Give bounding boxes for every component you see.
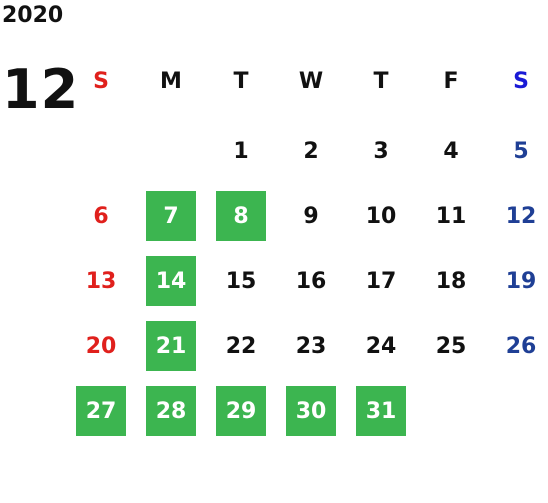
calendar-day: 20 — [85, 333, 117, 359]
weekday-header: F — [443, 68, 459, 94]
weekday-header: S — [513, 68, 529, 94]
calendar-day: 11 — [435, 203, 467, 229]
calendar-day-highlighted: 14 — [146, 256, 196, 306]
calendar-day: 24 — [365, 333, 397, 359]
calendar-day-highlighted: 27 — [76, 386, 126, 436]
month-number: 12 — [2, 58, 80, 121]
calendar-day-highlighted: 29 — [216, 386, 266, 436]
calendar-day-highlighted: 31 — [356, 386, 406, 436]
weekday-header: S — [93, 68, 109, 94]
calendar-day: 10 — [365, 203, 397, 229]
weekday-header: W — [298, 68, 324, 94]
calendar-day: 9 — [303, 203, 319, 229]
calendar-day: 6 — [93, 203, 109, 229]
calendar-day: 13 — [85, 268, 117, 294]
calendar-day: 15 — [225, 268, 257, 294]
calendar-day-highlighted: 7 — [146, 191, 196, 241]
calendar-day: 2 — [303, 138, 319, 164]
calendar-day-highlighted: 30 — [286, 386, 336, 436]
calendar-day: 17 — [365, 268, 397, 294]
calendar-day: 19 — [505, 268, 537, 294]
weekday-header: T — [233, 68, 249, 94]
calendar-day-highlighted: 8 — [216, 191, 266, 241]
calendar-day: 23 — [295, 333, 327, 359]
calendar-day-highlighted: 21 — [146, 321, 196, 371]
calendar-day: 5 — [513, 138, 529, 164]
calendar-day: 22 — [225, 333, 257, 359]
weekday-header: T — [373, 68, 389, 94]
calendar-day: 16 — [295, 268, 327, 294]
calendar-day-highlighted: 28 — [146, 386, 196, 436]
year-label: 2020 — [2, 3, 64, 28]
weekday-header: M — [160, 68, 182, 94]
calendar-day: 25 — [435, 333, 467, 359]
calendar-day: 3 — [373, 138, 389, 164]
calendar-day: 26 — [505, 333, 537, 359]
calendar-day: 12 — [505, 203, 537, 229]
calendar-day: 4 — [443, 138, 459, 164]
calendar-day: 1 — [233, 138, 249, 164]
calendar-day: 18 — [435, 268, 467, 294]
